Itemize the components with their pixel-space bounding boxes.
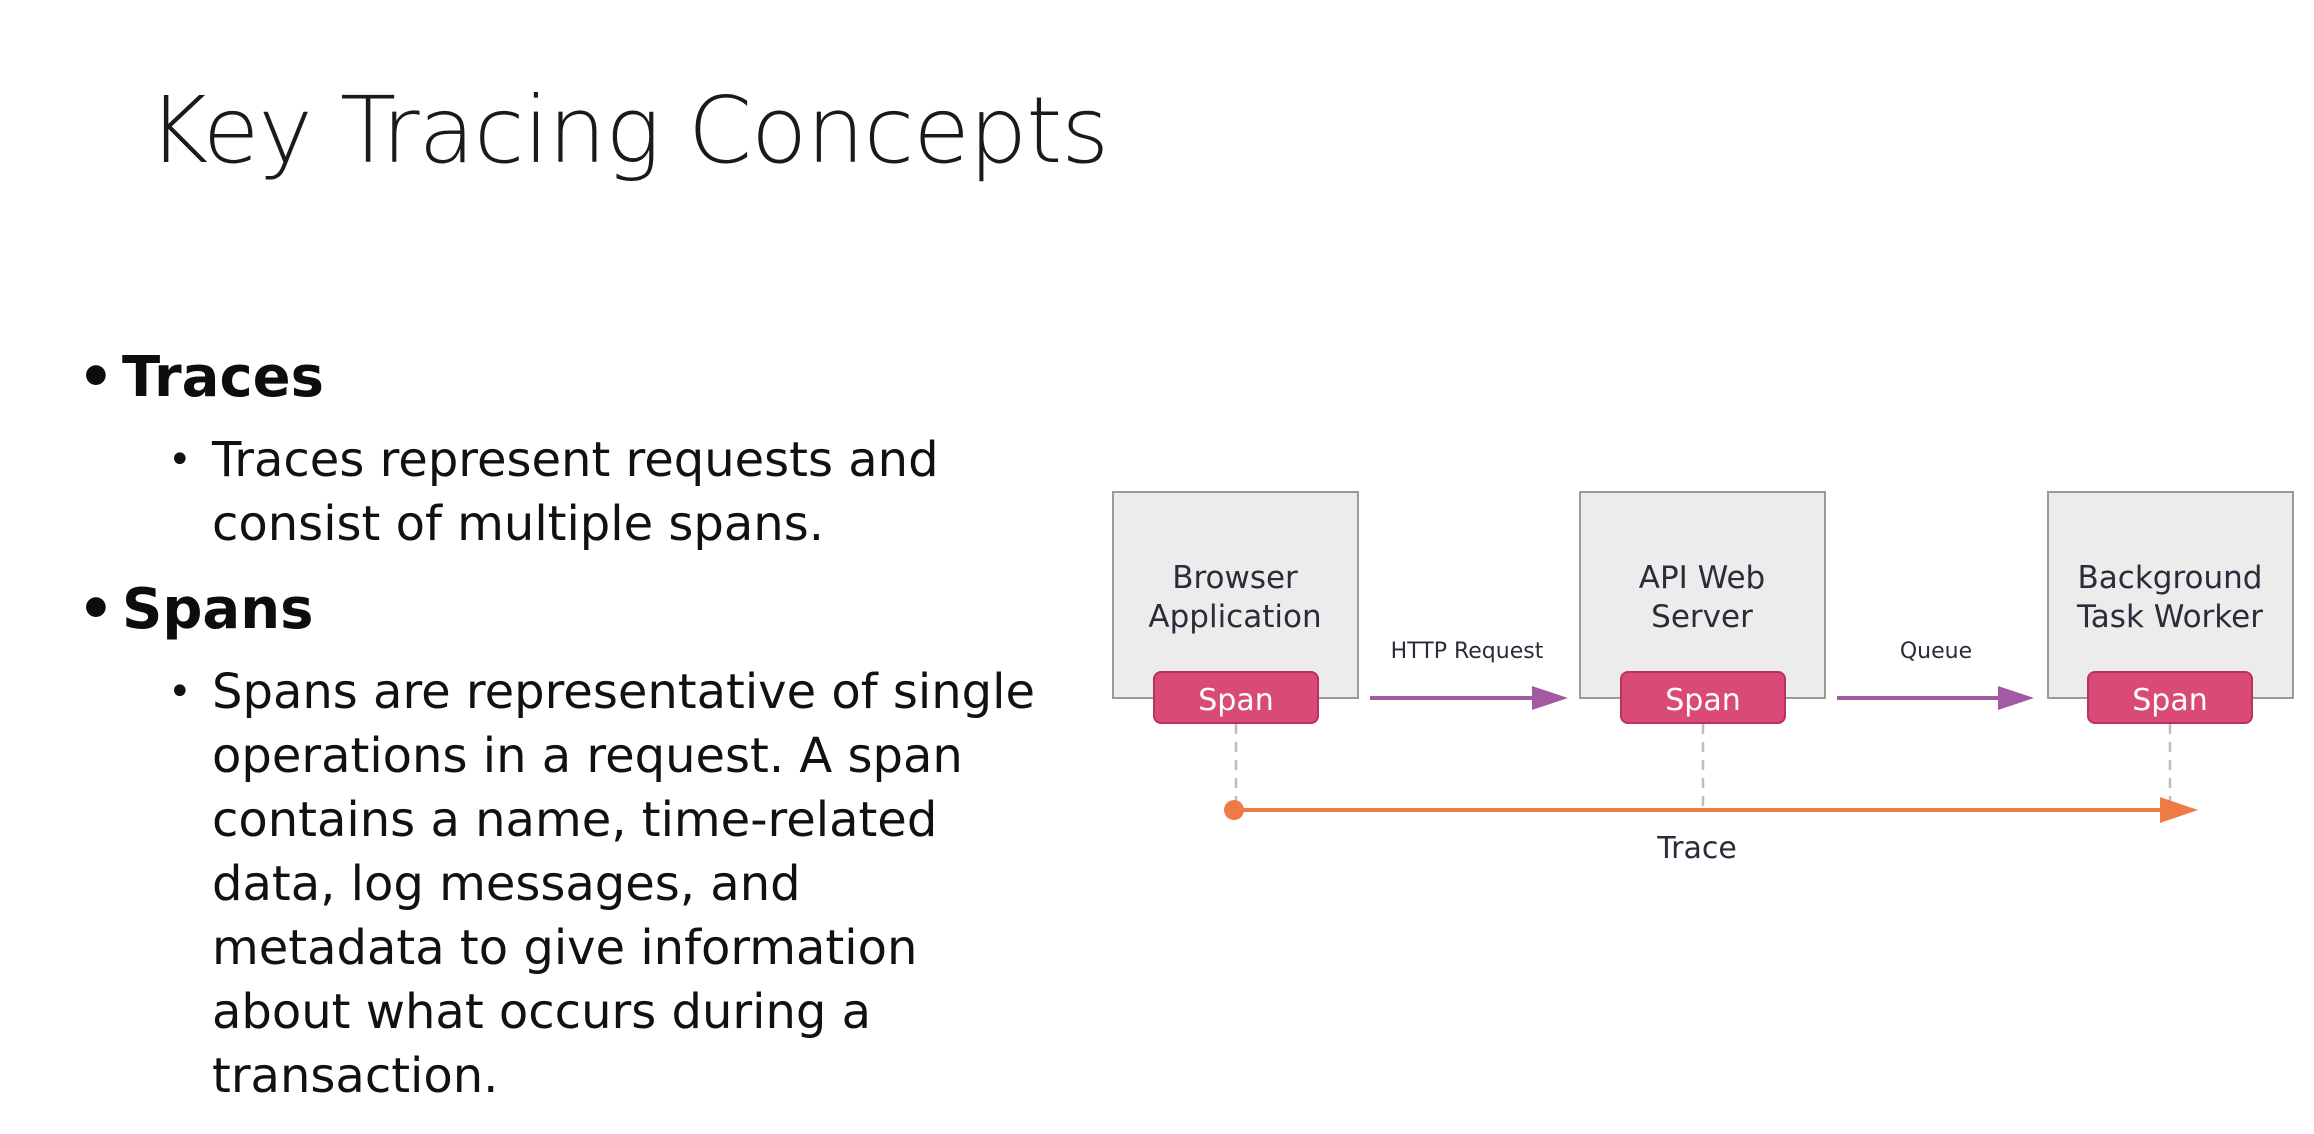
connection-arrowhead [1998, 686, 2034, 710]
bullet-list: Traces Traces represent requests and con… [78, 342, 1038, 1126]
span-label: Span [1665, 683, 1740, 718]
service-label-line1: Background [2078, 560, 2263, 596]
span-badge [2087, 671, 2253, 724]
slide-title: Key Tracing Concepts [148, 77, 1109, 184]
span-badge [1620, 671, 1786, 724]
span-label: Span [1198, 683, 1273, 718]
connection-http-request: HTTP Request [1370, 639, 1568, 710]
connection-label: Queue [1900, 639, 1972, 664]
bullet-traces-heading: Traces [78, 342, 1038, 414]
service-label-line1: API Web [1639, 560, 1765, 596]
service-label-line2: Server [1651, 599, 1753, 635]
service-background-task-worker: Background Task Worker Span [2047, 491, 2294, 724]
trace-label: Trace [1656, 831, 1737, 866]
bullet-spans-heading: Spans [78, 574, 1038, 646]
connection-arrowhead [1532, 686, 1568, 710]
service-browser-application: Browser Application Span [1112, 491, 1359, 724]
bullet-spans-text: Spans are representative of single opera… [168, 660, 1038, 1108]
connection-label: HTTP Request [1391, 639, 1544, 664]
connection-queue: Queue [1837, 639, 2034, 710]
service-box [2047, 491, 2294, 699]
service-label-line1: Browser [1172, 560, 1298, 596]
span-label: Span [2132, 683, 2207, 718]
span-badge [1153, 671, 1319, 724]
trace-arrowhead [2160, 797, 2198, 823]
service-label-line2: Application [1148, 599, 1321, 635]
trace-timeline: Trace [1224, 797, 2198, 866]
service-box [1579, 491, 1826, 699]
service-api-web-server: API Web Server Span [1579, 491, 1826, 724]
service-label-line2: Task Worker [2076, 599, 2263, 635]
service-box [1112, 491, 1359, 699]
bullet-traces-text: Traces represent requests and consist of… [168, 428, 1038, 556]
